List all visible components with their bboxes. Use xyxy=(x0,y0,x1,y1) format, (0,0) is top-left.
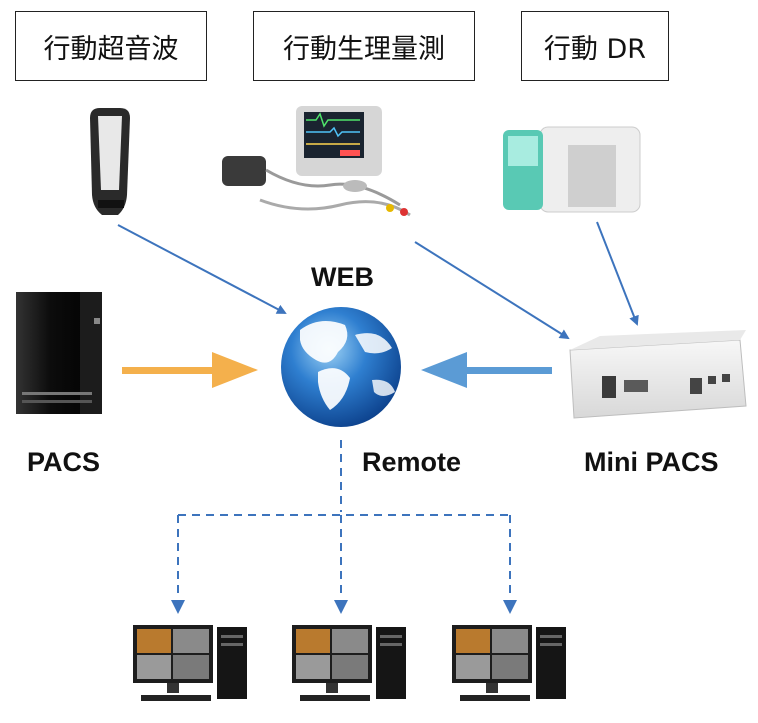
ultrasound-probe-image xyxy=(90,108,130,215)
patient-monitor-image xyxy=(222,106,411,217)
arrowhead-workstation-1 xyxy=(171,600,185,614)
dr-box: 行動 DR xyxy=(521,11,669,81)
minipacs-to-web-arrow xyxy=(421,352,552,388)
ultrasound-box: 行動超音波 xyxy=(15,11,207,81)
dr-device-image xyxy=(503,126,641,213)
workstation-2 xyxy=(292,625,406,701)
mini-pacs-image xyxy=(569,330,747,419)
ultrasound-box-label: 行動超音波 xyxy=(43,33,179,65)
physio-box: 行動生理量測 xyxy=(253,11,475,81)
pacs-server-image xyxy=(16,292,102,414)
workstation-1 xyxy=(133,625,247,701)
dr-box-label: 行動 DR xyxy=(543,33,647,65)
ultrasound-to-web-arrow xyxy=(117,224,287,314)
web-globe-image xyxy=(281,307,401,427)
arrowhead-workstation-2 xyxy=(334,600,348,614)
web-label: WEB xyxy=(311,262,374,292)
pacs-to-web-arrow xyxy=(122,352,258,388)
workstation-3 xyxy=(452,625,566,701)
remote-distribution-lines xyxy=(177,440,511,598)
remote-label: Remote xyxy=(362,447,462,477)
mini-pacs-label: Mini PACS xyxy=(584,447,719,477)
dr-to-minipacs-arrow xyxy=(596,221,639,326)
arrowhead-workstation-3 xyxy=(503,600,517,614)
physio-box-label: 行動生理量測 xyxy=(283,33,445,65)
physio-to-minipacs-arrow xyxy=(414,241,570,340)
pacs-label: PACS xyxy=(27,447,101,477)
